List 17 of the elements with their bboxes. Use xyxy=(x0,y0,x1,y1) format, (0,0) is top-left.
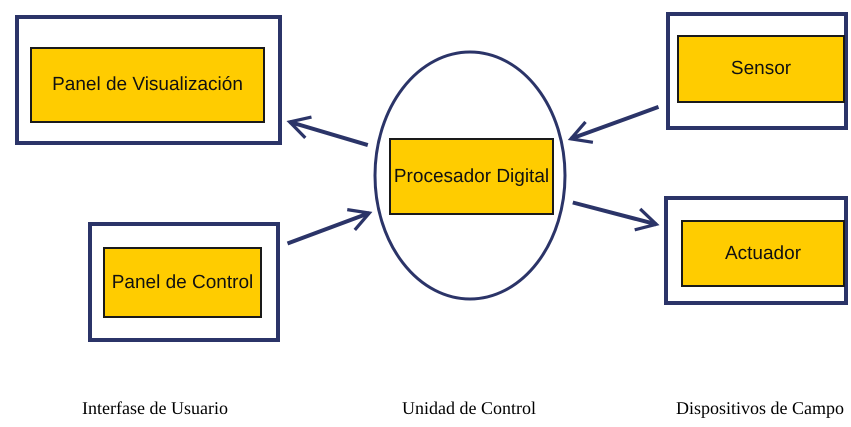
process-box: Procesador Digital xyxy=(389,138,554,215)
frame-box xyxy=(666,12,848,130)
column-label: Unidad de Control xyxy=(402,398,536,419)
arrow xyxy=(286,208,371,246)
process-box: Sensor xyxy=(677,35,845,103)
arrow xyxy=(288,115,368,148)
process-box: Actuador xyxy=(681,220,845,287)
frame-box xyxy=(88,222,280,342)
process-box: Panel de Visualización xyxy=(30,47,265,123)
frame-box xyxy=(15,15,282,145)
process-box: Panel de Control xyxy=(103,247,262,318)
column-label: Interfase de Usuario xyxy=(82,398,228,419)
column-label: Dispositivos de Campo xyxy=(676,398,844,419)
arrow xyxy=(572,200,658,232)
circle-outline xyxy=(373,50,567,301)
frame-box xyxy=(664,196,848,305)
arrow xyxy=(569,105,660,144)
